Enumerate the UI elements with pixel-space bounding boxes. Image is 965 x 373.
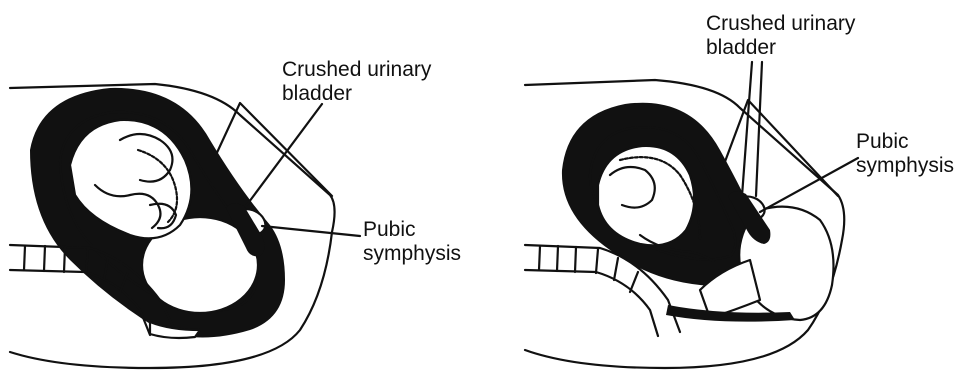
crushed-bladder-label-left-line1: Crushed urinary [282,58,431,82]
crushed-bladder-label-left: Crushed urinary bladder [282,58,431,106]
pubic-leader [262,226,360,236]
crushed-bladder-label-right-line2: bladder [706,36,855,60]
left-panel-illustration [10,84,360,368]
crushed-bladder-label-right-line1: Crushed urinary [706,12,855,36]
spine-lower-2 [525,270,658,336]
bladder-leader-2b [756,62,762,196]
vertebra-2-5 [614,258,618,280]
crushed-bladder-label-left-line2: bladder [282,82,431,106]
crushed-bladder-label-right: Crushed urinary bladder [706,12,855,60]
vertebra-2-2 [557,246,558,271]
vertebra-3 [64,247,65,272]
pubic-symphysis-label-left: Pubic symphysis [363,218,461,266]
vertebra-2-3 [575,247,576,272]
right-panel-illustration [525,62,858,368]
pubic-symphysis-label-left-line1: Pubic [363,218,461,242]
pubic-symphysis-label-right: Pubic symphysis [856,130,954,178]
vertebra-2-4 [596,249,598,273]
bladder-leader-2 [742,62,752,196]
vertebra-2-1 [539,246,540,270]
pubic-symphysis-label-left-line2: symphysis [363,242,461,266]
abdominal-wall-2 [720,100,838,196]
vertebra-1 [24,246,25,270]
pubic-symphysis-label-right-line2: symphysis [856,154,954,178]
fetus-torso-2 [598,146,694,246]
vertebra-2 [44,246,45,271]
pubic-symphysis-label-right-line1: Pubic [856,130,954,154]
vertebra-2-6 [630,272,638,292]
